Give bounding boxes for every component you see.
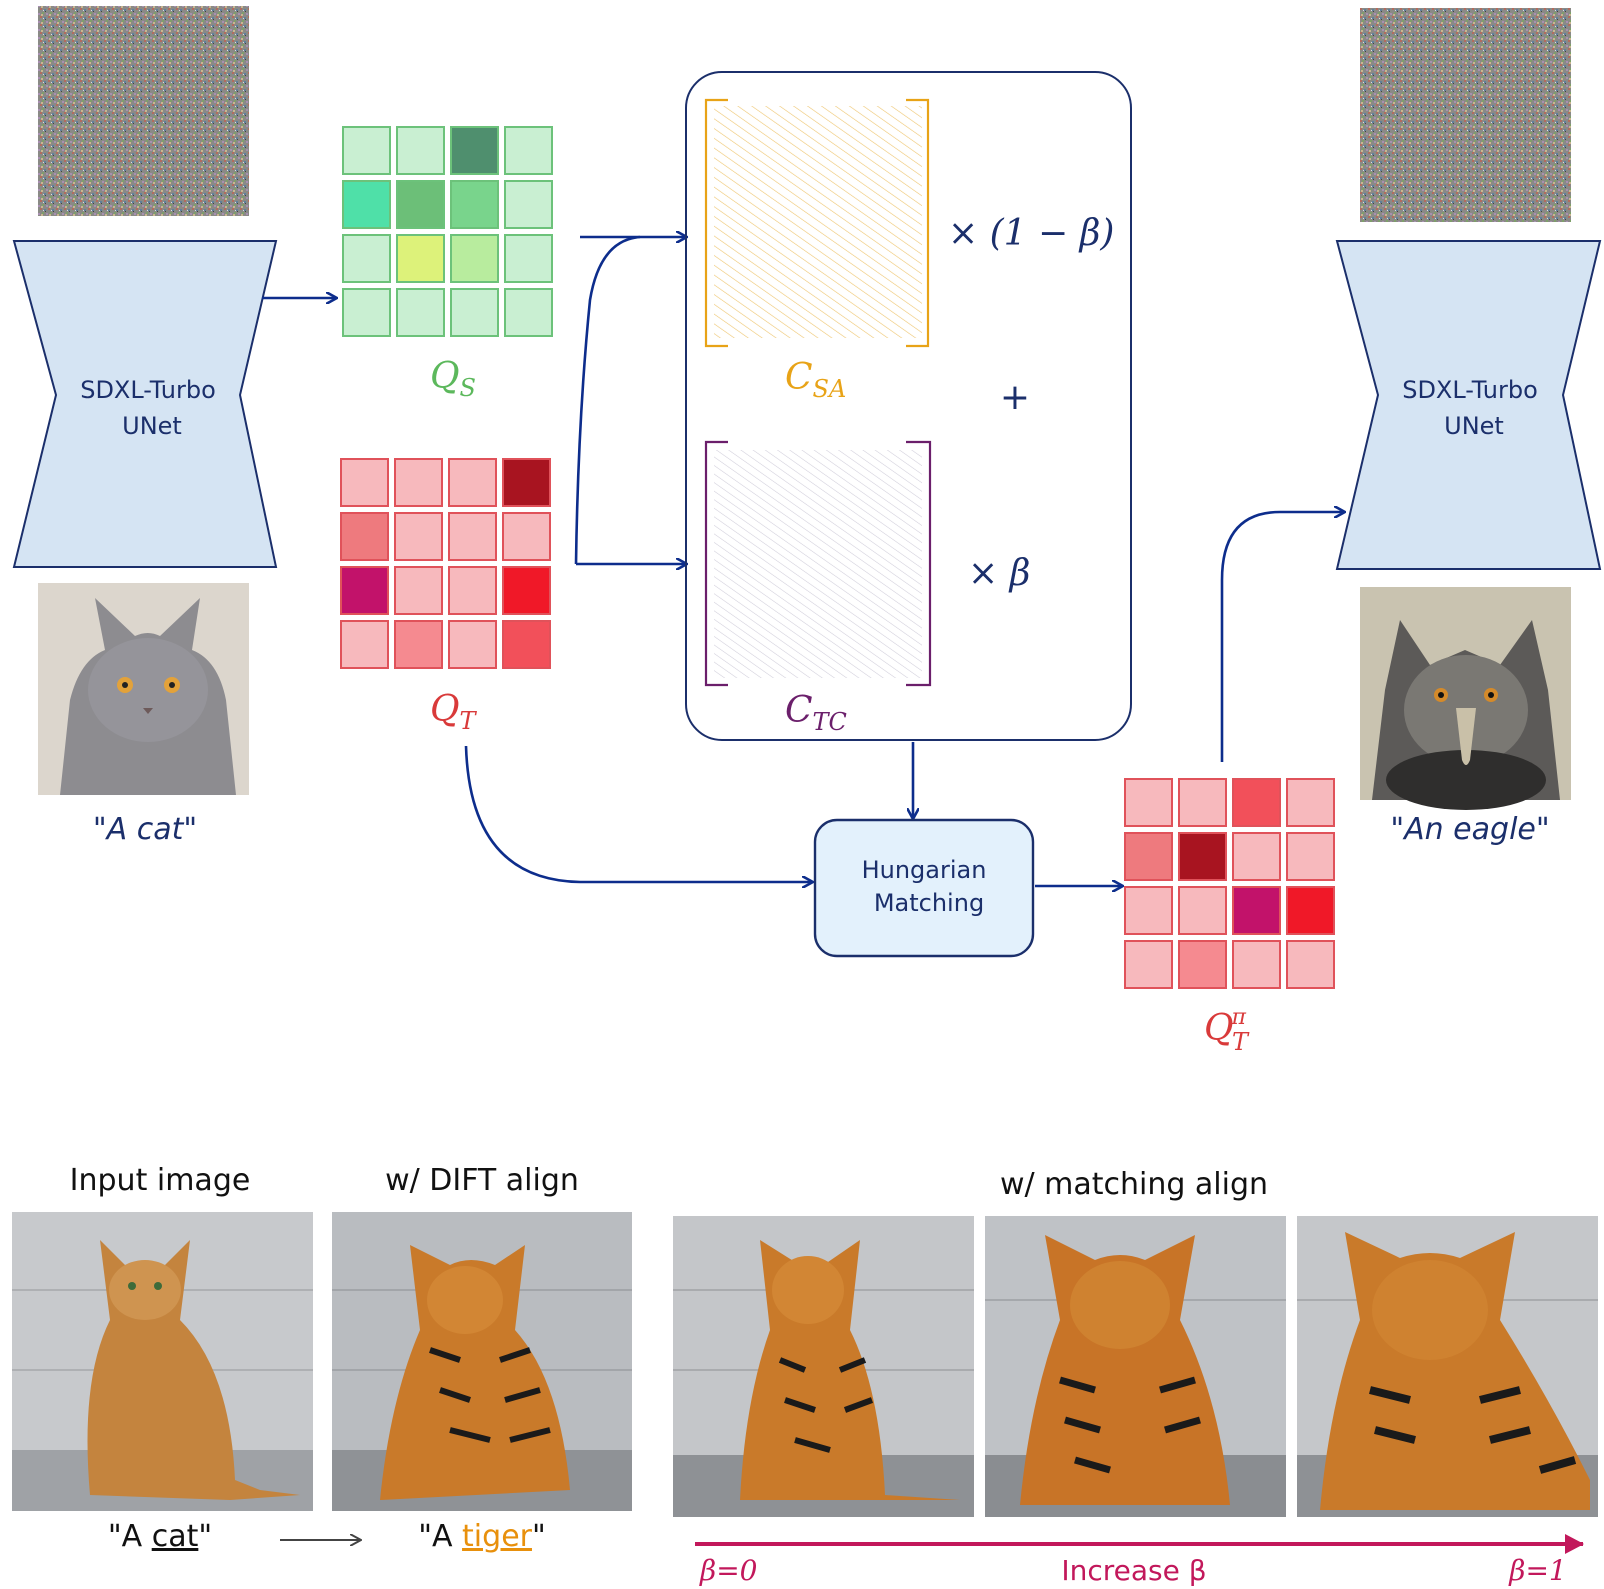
qtpi-cell: [1124, 778, 1173, 827]
qt-cell: [502, 512, 551, 561]
qt-grid: [340, 458, 551, 669]
tiger-photo-dift: [332, 1212, 632, 1511]
ctc-bracket-right: [906, 440, 932, 687]
qs-cell: [396, 126, 445, 175]
qt-cell: [448, 512, 497, 561]
title-input-image: Input image: [70, 1163, 251, 1198]
ctc-bracket-left: [704, 440, 728, 687]
qt-cell: [340, 620, 389, 669]
cat-photo-top: [38, 583, 249, 795]
qtpi-cell: [1286, 940, 1335, 989]
eagle-photo: [1360, 587, 1571, 810]
qs-cell: [396, 234, 445, 283]
qtpi-cell: [1178, 940, 1227, 989]
qt-cell: [394, 566, 443, 615]
csa-bracket-left: [704, 98, 728, 348]
title-dift-align: w/ DIFT align: [385, 1163, 579, 1198]
tiger-photo-beta-0: [673, 1216, 974, 1517]
qtpi-cell: [1232, 940, 1281, 989]
beta-end-label: β=1: [1508, 1554, 1566, 1587]
csa-factor: × (1 − β): [948, 213, 1114, 254]
input-cat-photo: [12, 1212, 313, 1511]
qt-label: QT: [430, 689, 478, 735]
csa-label: CSA: [785, 357, 846, 403]
qs-cell: [396, 288, 445, 337]
qt-cell: [502, 458, 551, 507]
noise-image-right: [1360, 8, 1571, 222]
qt-cell: [394, 512, 443, 561]
cost-box: [685, 71, 1132, 741]
qs-cell: [504, 126, 553, 175]
prompt-cat: "A cat": [93, 812, 197, 847]
unet-left-label-1: SDXL-Turbo: [80, 376, 216, 404]
qtpi-cell: [1178, 778, 1227, 827]
arrow-qt-to-matching: [464, 745, 812, 882]
qs-cell: [450, 234, 499, 283]
csa-matrix-fill: [714, 106, 922, 338]
qt-cell: [448, 458, 497, 507]
plus-sign: +: [1000, 377, 1030, 418]
tiger-photo-beta-mid: [985, 1216, 1286, 1517]
beta-start-label: β=0: [699, 1554, 757, 1587]
title-matching-align: w/ matching align: [1000, 1167, 1268, 1202]
qtpi-cell: [1124, 886, 1173, 935]
tiger-photo-beta-1: [1297, 1216, 1598, 1517]
qt-cell: [340, 512, 389, 561]
ctc-matrix-fill: [714, 450, 922, 678]
qtpi-cell: [1232, 832, 1281, 881]
unet-left-label-2: UNet: [122, 412, 182, 440]
prompt-eagle: "An eagle": [1390, 812, 1549, 847]
qtpi-grid: [1124, 778, 1335, 989]
caption-a-cat: "A cat": [108, 1519, 212, 1554]
qs-cell: [450, 288, 499, 337]
qs-cell: [342, 126, 391, 175]
qtpi-cell: [1178, 886, 1227, 935]
qt-cell: [394, 458, 443, 507]
unet-left-shape: [12, 240, 278, 568]
qt-cell: [502, 620, 551, 669]
qt-cell: [502, 566, 551, 615]
qs-label: QS: [430, 356, 476, 402]
qs-cell: [396, 180, 445, 229]
qt-cell: [448, 566, 497, 615]
arrow-cross-link: [574, 235, 641, 565]
qtpi-cell: [1286, 778, 1335, 827]
arrow-qtpi-to-unet: [1220, 512, 1344, 762]
qs-cell: [342, 180, 391, 229]
qtpi-cell: [1286, 886, 1335, 935]
matching-label-1: Hungarian: [862, 856, 987, 884]
qtpi-cell: [1124, 940, 1173, 989]
ctc-label: CTC: [785, 690, 847, 736]
qt-cell: [340, 458, 389, 507]
qs-cell: [342, 234, 391, 283]
noise-image-left: [38, 6, 249, 216]
qs-cell: [504, 180, 553, 229]
qs-grid: [342, 126, 553, 337]
qt-cell: [340, 566, 389, 615]
qt-cell: [448, 620, 497, 669]
qs-cell: [342, 288, 391, 337]
caption-a-tiger: "A tiger": [418, 1519, 546, 1554]
ctc-factor: × β: [968, 553, 1030, 594]
qtpi-cell: [1178, 832, 1227, 881]
qtpi-cell: [1232, 886, 1281, 935]
qtpi-cell: [1124, 832, 1173, 881]
csa-bracket-right: [906, 98, 930, 348]
qt-cell: [394, 620, 443, 669]
matching-label-2: Matching: [874, 889, 984, 917]
qtpi-cell: [1232, 778, 1281, 827]
unet-right-shape: [1335, 240, 1602, 570]
qs-cell: [450, 180, 499, 229]
unet-right-label-1: SDXL-Turbo: [1402, 376, 1538, 404]
hungarian-matching-box: [813, 818, 1035, 958]
qs-cell: [504, 288, 553, 337]
unet-right-label-2: UNet: [1444, 412, 1504, 440]
qtpi-cell: [1286, 832, 1335, 881]
beta-middle-label: Increase β: [1061, 1554, 1206, 1587]
qs-cell: [450, 126, 499, 175]
qs-cell: [504, 234, 553, 283]
